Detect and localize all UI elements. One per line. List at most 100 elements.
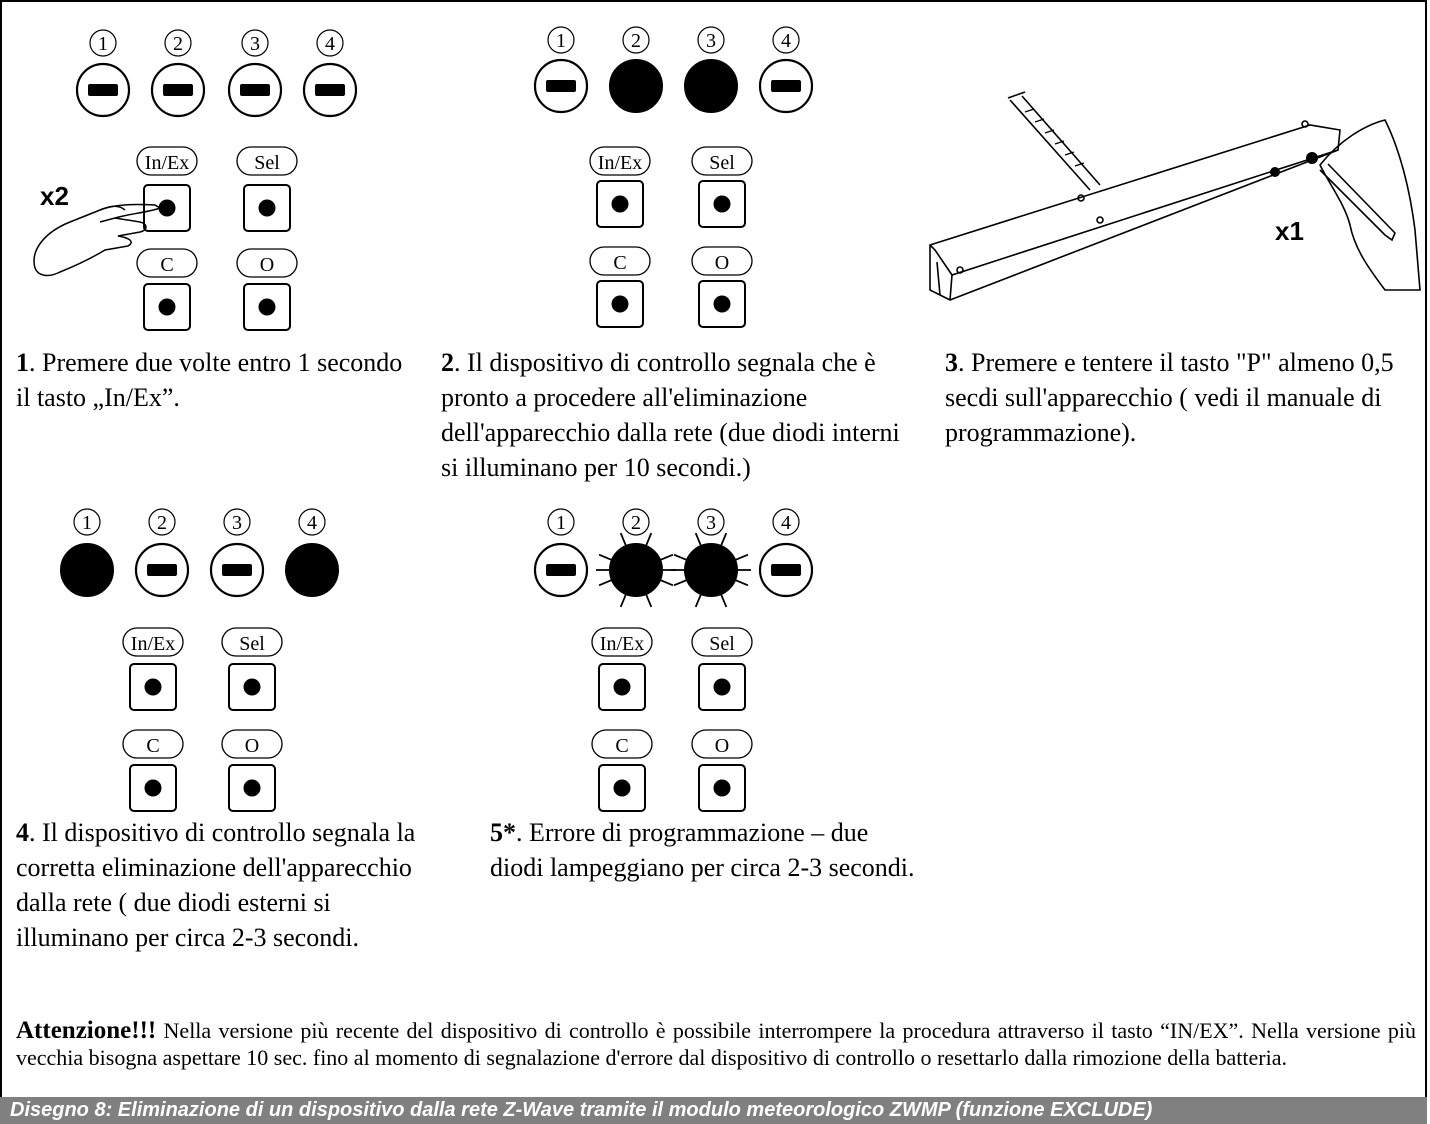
button-label-text-c: C	[615, 735, 628, 757]
button-label-text-inex: In/Ex	[600, 633, 644, 655]
step-1-number: 1	[16, 348, 29, 377]
button-label-o	[221, 729, 283, 759]
led-off-bar	[147, 564, 177, 576]
led-number-label: 2	[157, 512, 167, 534]
button-label-c	[591, 729, 653, 759]
button-label-text-inex: In/Ex	[145, 152, 189, 174]
led-off-bar	[240, 84, 270, 96]
led-number-label: 3	[250, 33, 260, 55]
warning-text: Nella versione più recente del dispositi…	[16, 1018, 1416, 1070]
led-number-label: 1	[556, 512, 566, 534]
step-3-text: 3. Premere e tentere il tasto "P" almeno…	[945, 345, 1425, 450]
button-label-c	[122, 729, 184, 759]
device-indicator-dot	[1270, 167, 1280, 177]
button-label-text-inex: In/Ex	[598, 152, 642, 174]
led-number-label: 3	[706, 512, 716, 534]
figure-caption: Disegno 8: Eliminazione di un dispositiv…	[0, 1097, 1427, 1124]
led-number-circle	[241, 29, 269, 57]
led-on	[684, 59, 738, 113]
press-count-label-1: x2	[40, 181, 69, 211]
led-number-label: 4	[325, 33, 335, 55]
button-dot-inex	[144, 678, 162, 696]
led-number-circle	[547, 26, 575, 54]
step-4-body: . Il dispositivo di controllo segnala la…	[16, 818, 416, 952]
button-label-sel	[691, 627, 753, 657]
button-label-c	[589, 246, 651, 276]
button-label-o	[691, 246, 753, 276]
step-2-number: 2	[441, 348, 454, 377]
led-off-bar	[546, 564, 576, 576]
led-off-bar	[163, 84, 193, 96]
led-number-circle	[89, 29, 117, 57]
led-number-label: 4	[781, 30, 791, 52]
button-label-text-c: C	[613, 252, 626, 274]
step-3-body: . Premere e tentere il tasto "P" almeno …	[945, 348, 1394, 447]
led-number-circle	[622, 508, 650, 536]
led-number-circle	[73, 508, 101, 536]
step-1-text: 1. Premere due volte entro 1 secondo il …	[16, 345, 416, 415]
figure-frame	[0, 0, 1427, 1098]
button-dot-sel	[713, 195, 731, 213]
button-dot-o	[713, 779, 731, 797]
led-number-circle	[697, 26, 725, 54]
button-dot-c	[158, 298, 176, 316]
step-5-body: . Errore di programmazione – due diodi l…	[490, 818, 915, 882]
button-dot-o	[713, 295, 731, 313]
button-label-text-o: O	[245, 735, 259, 757]
press-count-label-3: x1	[1275, 216, 1304, 246]
led-number-circle	[164, 29, 192, 57]
button-label-text-inex: In/Ex	[131, 633, 175, 655]
led-on	[285, 543, 339, 597]
led-number-circle	[772, 508, 800, 536]
led-off-bar	[546, 80, 576, 92]
step-2-body: . Il dispositivo di controllo segnala ch…	[441, 348, 900, 482]
step-2-text: 2. Il dispositivo di controllo segnala c…	[441, 345, 921, 485]
led-number-label: 4	[307, 512, 317, 534]
button-dot-c	[611, 295, 629, 313]
button-label-text-sel: Sel	[709, 633, 735, 655]
led-number-label: 4	[781, 512, 791, 534]
led-number-label: 1	[98, 33, 108, 55]
led-number-circle	[622, 26, 650, 54]
button-label-text-o: O	[715, 252, 729, 274]
warning-note: Attenzione!!! Nella versione più recente…	[16, 1017, 1416, 1071]
led-number-circle	[298, 508, 326, 536]
button-label-text-c: C	[146, 735, 159, 757]
led-number-label: 1	[82, 512, 92, 534]
led-on	[609, 543, 663, 597]
led-number-label: 3	[706, 30, 716, 52]
button-label-o	[691, 729, 753, 759]
led-number-circle	[772, 26, 800, 54]
led-number-label: 1	[556, 30, 566, 52]
button-dot-sel	[258, 199, 276, 217]
led-number-label: 2	[173, 33, 183, 55]
warning-label: Attenzione!!!	[16, 1017, 157, 1044]
led-on	[609, 59, 663, 113]
button-label-c	[136, 248, 198, 278]
button-label-inex	[589, 146, 651, 176]
button-dot-o	[243, 779, 261, 797]
led-off-bar	[315, 84, 345, 96]
step-3-number: 3	[945, 348, 958, 377]
step-4-text: 4. Il dispositivo di controllo segnala l…	[16, 815, 446, 955]
led-off-bar	[222, 564, 252, 576]
led-number-label: 3	[232, 512, 242, 534]
button-label-sel	[691, 146, 753, 176]
button-label-sel	[236, 146, 298, 176]
button-label-text-o: O	[715, 735, 729, 757]
button-label-text-sel: Sel	[254, 152, 280, 174]
led-number-circle	[316, 29, 344, 57]
button-dot-inex	[613, 678, 631, 696]
led-number-circle	[547, 508, 575, 536]
button-label-inex	[136, 146, 198, 176]
button-dot-inex	[158, 199, 176, 217]
led-number-circle	[148, 508, 176, 536]
led-on	[684, 543, 738, 597]
hand-pressing-illustration	[33, 203, 162, 277]
led-on	[60, 543, 114, 597]
button-label-text-o: O	[260, 254, 274, 276]
led-off-bar	[771, 80, 801, 92]
